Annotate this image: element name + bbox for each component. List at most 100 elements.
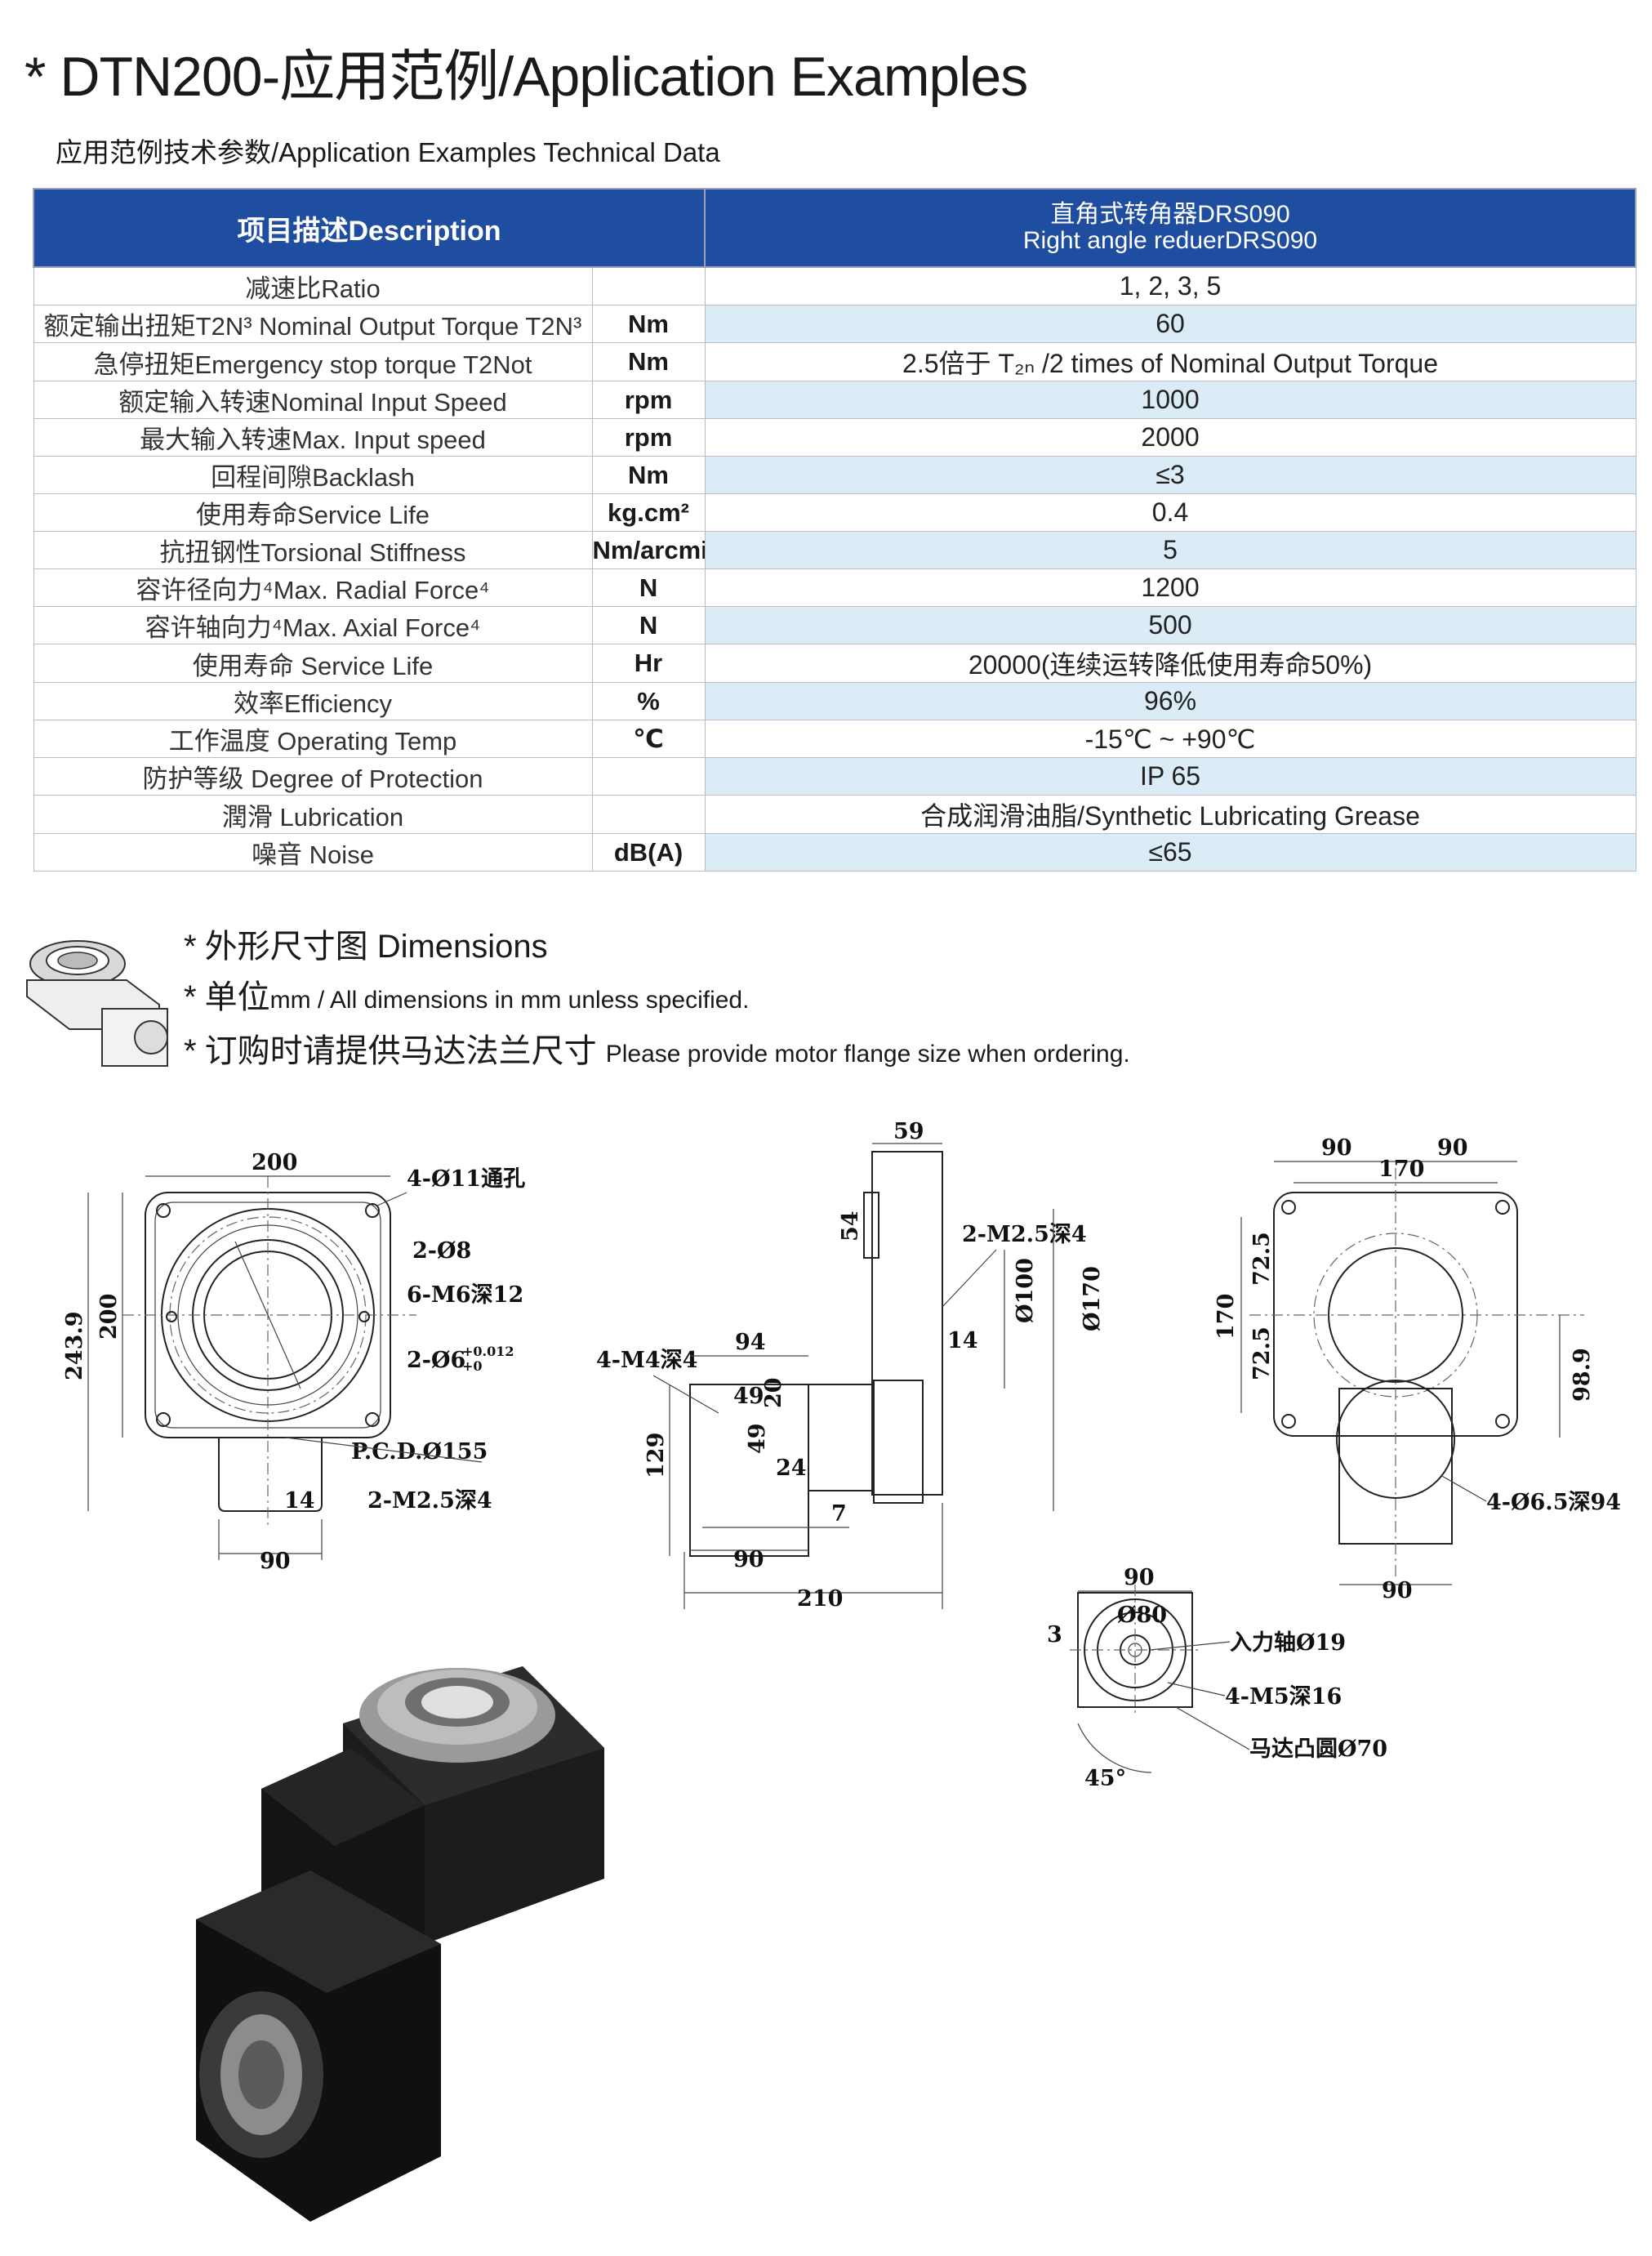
row-value: 合成润滑油脂/Synthetic Lubricating Grease bbox=[704, 795, 1636, 834]
dim-54: 54 bbox=[838, 1210, 863, 1242]
dim-90-side: 90 bbox=[733, 1547, 764, 1572]
spec-table: 项目描述Description 直角式转角器DRS090 Right angle… bbox=[32, 188, 1637, 872]
dim-98-9: 98.9 bbox=[1570, 1348, 1595, 1402]
header-description: 项目描述Description bbox=[32, 188, 706, 268]
header-model: 直角式转角器DRS090 Right angle reduerDRS090 bbox=[704, 188, 1637, 268]
dim-phi100: Ø100 bbox=[1013, 1258, 1038, 1323]
row-value: -15℃ ~ +90℃ bbox=[704, 720, 1636, 758]
row-value: 1, 2, 3, 5 bbox=[704, 266, 1636, 305]
table-row: 工作温度 Operating Temp℃-15℃ ~ +90℃ bbox=[33, 720, 1636, 758]
label-motor-boss: 马达凸圆Ø70 bbox=[1249, 1737, 1387, 1762]
row-description: 额定输出扭矩T2N³ Nominal Output Torque T2N³ bbox=[33, 305, 593, 343]
row-unit: N bbox=[591, 568, 706, 607]
row-description: 急停扭矩Emergency stop torque T2Not bbox=[33, 342, 593, 381]
row-unit: dB(A) bbox=[591, 833, 706, 872]
dim-200-top: 200 bbox=[252, 1150, 297, 1175]
row-unit: rpm bbox=[591, 418, 706, 457]
row-value: 96% bbox=[704, 682, 1636, 720]
dim-4-phi6-5: 4-Ø6.5深94 bbox=[1486, 1490, 1621, 1515]
row-unit: rpm bbox=[591, 381, 706, 419]
dim-90-top-bottom: 90 bbox=[1382, 1578, 1413, 1603]
dim-phi170: Ø170 bbox=[1080, 1266, 1105, 1331]
dim-49-v: 49 bbox=[745, 1423, 770, 1454]
flange-view-drawing: 90 Ø80 3 入力轴Ø19 4-M5深16 马达凸圆Ø70 45° bbox=[1047, 1565, 1387, 1791]
dim-59: 59 bbox=[893, 1119, 924, 1144]
dim-2-phi8: 2-Ø8 bbox=[412, 1238, 471, 1264]
dim-170-h: 170 bbox=[1378, 1157, 1424, 1182]
row-value: 1200 bbox=[704, 568, 1636, 607]
header-model-line2: Right angle reduerDRS090 bbox=[1022, 227, 1318, 254]
dim-4-m4: 4-M4深4 bbox=[596, 1348, 697, 1373]
dim-7: 7 bbox=[831, 1501, 847, 1527]
row-description: 工作温度 Operating Temp bbox=[33, 720, 593, 758]
row-unit: ℃ bbox=[591, 720, 706, 758]
dim-90-right: 90 bbox=[1437, 1135, 1468, 1161]
product-thumbnail bbox=[26, 940, 168, 1067]
row-unit: N bbox=[591, 606, 706, 644]
row-description: 抗扭钢性Torsional Stiffness bbox=[33, 531, 593, 569]
dim-90-flange: 90 bbox=[1124, 1565, 1155, 1590]
page-title: * DTN200-应用范例/Application Examples bbox=[24, 46, 1028, 108]
dim-200-side: 200 bbox=[96, 1294, 122, 1340]
dim-phi80: Ø80 bbox=[1117, 1603, 1167, 1628]
note-dimensions: *外形尺寸图 Dimensions bbox=[184, 929, 548, 965]
label-input-shaft: 入力轴Ø19 bbox=[1230, 1630, 1346, 1656]
header-model-line1: 直角式转角器DRS090 bbox=[1050, 201, 1290, 228]
row-unit: % bbox=[591, 682, 706, 720]
dim-45-degree: 45° bbox=[1084, 1766, 1126, 1791]
table-subtitle: 应用范例技术参数/Application Examples Technical … bbox=[56, 137, 720, 167]
row-value: 5 bbox=[704, 531, 1636, 569]
table-row: 防护等级 Degree of Protection IP 65 bbox=[33, 757, 1636, 796]
row-description: 效率Efficiency bbox=[33, 682, 593, 720]
dim-14: 14 bbox=[284, 1488, 315, 1514]
table-row: 潤滑 Lubrication 合成润滑油脂/Synthetic Lubricati… bbox=[33, 795, 1636, 834]
dim-170-v: 170 bbox=[1213, 1294, 1239, 1340]
row-value: 2000 bbox=[704, 418, 1636, 457]
dim-24: 24 bbox=[776, 1456, 807, 1481]
dim-72-5-bottom: 72.5 bbox=[1249, 1326, 1275, 1380]
product-photo bbox=[196, 1666, 604, 2222]
row-unit: Nm bbox=[591, 456, 706, 494]
dim-2-m2-5: 2-M2.5深4 bbox=[367, 1488, 492, 1514]
dim-94: 94 bbox=[735, 1330, 766, 1355]
table-header-row: 项目描述Description 直角式转角器DRS090 Right angle… bbox=[32, 188, 1637, 268]
dim-49-h: 49 bbox=[733, 1384, 764, 1409]
row-description: 容许径向力⁴Max. Radial Force⁴ bbox=[33, 568, 593, 607]
dim-6-m6: 6-M6深12 bbox=[407, 1282, 523, 1308]
row-value: 500 bbox=[704, 606, 1636, 644]
dim-72-5-top: 72.5 bbox=[1249, 1232, 1275, 1286]
dim-4-phi11: 4-Ø11通孔 bbox=[407, 1166, 525, 1192]
dim-tolerance-zero: +0 bbox=[462, 1358, 483, 1374]
dim-3: 3 bbox=[1047, 1622, 1062, 1647]
note-motor-flange: *订购时请提供马达法兰尺寸 Please provide motor flang… bbox=[184, 1033, 1130, 1069]
top-view-drawing: 90 90 170 170 72.5 72.5 98.9 4-Ø6.5深94 9… bbox=[1213, 1135, 1621, 1603]
row-description: 潤滑 Lubrication bbox=[33, 795, 593, 834]
dim-20: 20 bbox=[761, 1377, 786, 1408]
row-description: 额定输入转速Nominal Input Speed bbox=[33, 381, 593, 419]
row-unit: kg.cm² bbox=[591, 493, 706, 532]
front-view-drawing: 200 200 243.9 4-Ø11通孔 2-Ø8 6-M6深12 2-Ø6 … bbox=[62, 1150, 525, 1574]
row-value: 20000(连续运转降低使用寿命50%) bbox=[704, 644, 1636, 683]
dim-243-9: 243.9 bbox=[62, 1311, 87, 1380]
dim-90-left: 90 bbox=[1321, 1135, 1352, 1161]
row-description: 防护等级 Degree of Protection bbox=[33, 757, 593, 796]
row-description: 最大输入转速Max. Input speed bbox=[33, 418, 593, 457]
row-unit: Nm/arcmin bbox=[591, 531, 706, 569]
dim-14-side: 14 bbox=[947, 1328, 978, 1353]
table-row: 效率Efficiency%96% bbox=[33, 682, 1636, 720]
row-value: IP 65 bbox=[704, 757, 1636, 796]
dim-90-bottom: 90 bbox=[260, 1549, 291, 1574]
row-unit: Nm bbox=[591, 342, 706, 381]
label-m5: 4-M5深16 bbox=[1225, 1684, 1342, 1710]
row-description: 噪音 Noise bbox=[33, 833, 593, 872]
